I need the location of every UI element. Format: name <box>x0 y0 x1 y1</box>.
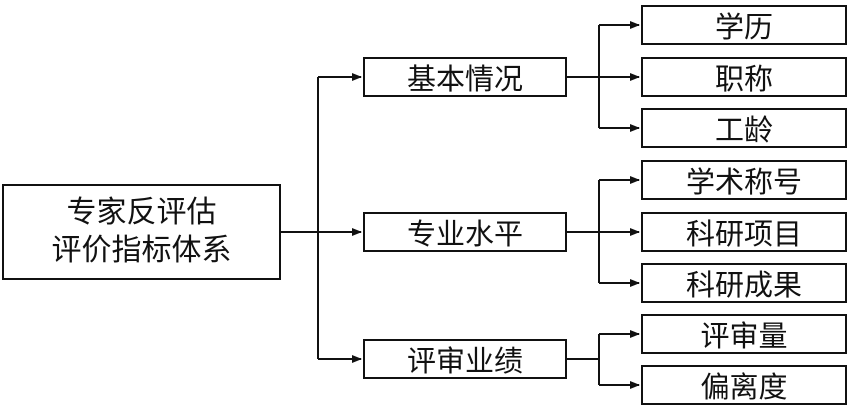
leaf-node-review-volume: 评审量 <box>641 314 847 354</box>
leaf-node-research-projects: 科研项目 <box>641 212 847 252</box>
root-line-2: 评价指标体系 <box>51 233 232 268</box>
leaf-node-education: 学历 <box>641 5 847 45</box>
leaf-label: 评审量 <box>700 319 788 353</box>
root-line-1: 专家反评估 <box>66 195 217 230</box>
leaf-node-deviation: 偏离度 <box>641 365 847 405</box>
leaf-label: 学术称号 <box>685 165 802 199</box>
root-node: 专家反评估 评价指标体系 <box>2 184 281 280</box>
leaf-label: 工龄 <box>714 113 773 147</box>
leaf-node-seniority: 工龄 <box>641 108 847 148</box>
leaf-label: 科研成果 <box>685 268 802 302</box>
leaf-node-title: 职称 <box>641 57 847 97</box>
leaf-label: 偏离度 <box>700 370 788 404</box>
leaf-node-research-results: 科研成果 <box>641 263 847 303</box>
category-node-expertise: 专业水平 <box>363 212 567 252</box>
leaf-label: 职称 <box>714 62 773 96</box>
leaf-label: 科研项目 <box>685 217 802 251</box>
category-label: 专业水平 <box>406 217 523 251</box>
leaf-node-academic-title: 学术称号 <box>641 160 847 200</box>
category-label: 基本情况 <box>406 62 523 96</box>
leaf-label: 学历 <box>714 10 773 44</box>
category-label: 评审业绩 <box>406 344 523 378</box>
category-node-performance: 评审业绩 <box>363 339 567 379</box>
category-node-basic: 基本情况 <box>363 57 567 97</box>
